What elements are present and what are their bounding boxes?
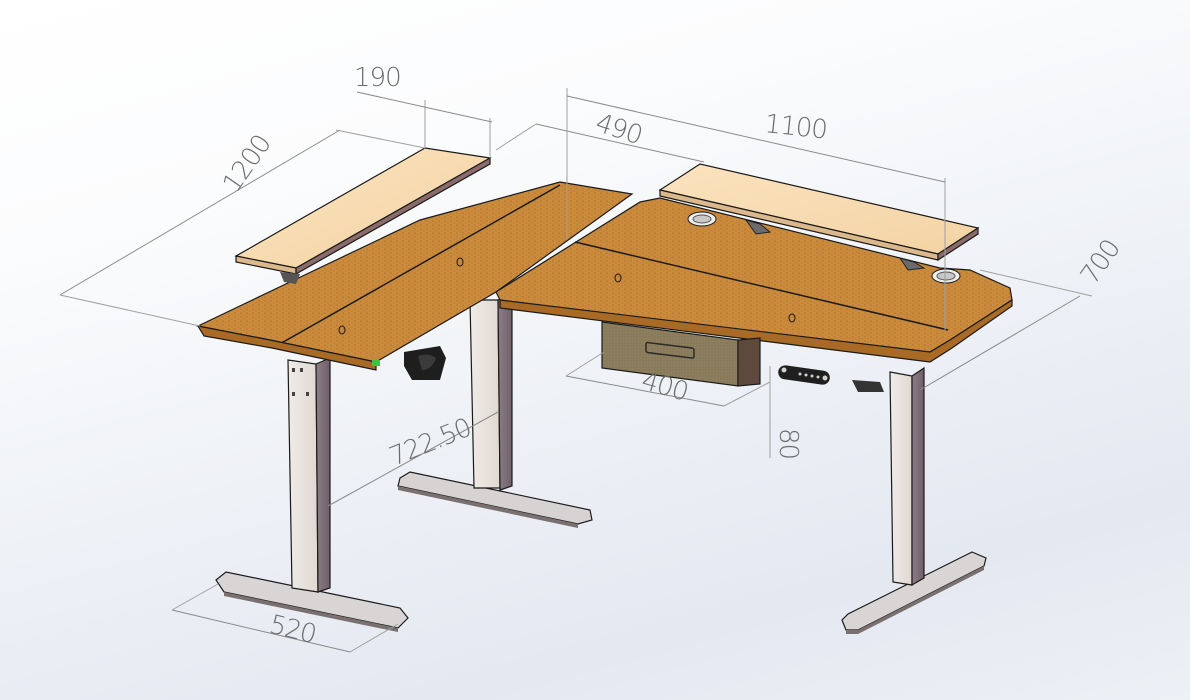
grommet [687,211,717,227]
cable-hole [456,257,464,267]
right-monitor-shelf [658,163,980,262]
dim-inner-offset: 490 [592,108,646,151]
grommet [931,268,961,284]
left-wing-desktop [196,181,634,371]
dim-main-depth: 700 [1075,235,1126,290]
dim-leg-spacing: 722.50 [385,413,475,473]
dim-foot-length: 520 [266,610,319,650]
dim-drawer-height: 80 [773,428,803,459]
main-desktop [495,197,1013,363]
cable-hole [788,313,796,323]
cup-holder [372,346,446,380]
dim-main-length: 1100 [763,109,828,145]
dim-shelf-depth: 190 [354,63,401,93]
right-leg [841,366,987,634]
leg-bracket [852,380,884,392]
dim-left-wing-length: 1200 [217,130,277,198]
left-leg [215,357,409,632]
cable-hole [614,273,622,283]
cable-hole [338,325,346,335]
left-monitor-shelf [234,147,492,284]
dimension-lines [59,88,1093,653]
drawer [601,321,761,387]
height-control-panel [778,365,830,385]
corner-leg [397,295,593,528]
